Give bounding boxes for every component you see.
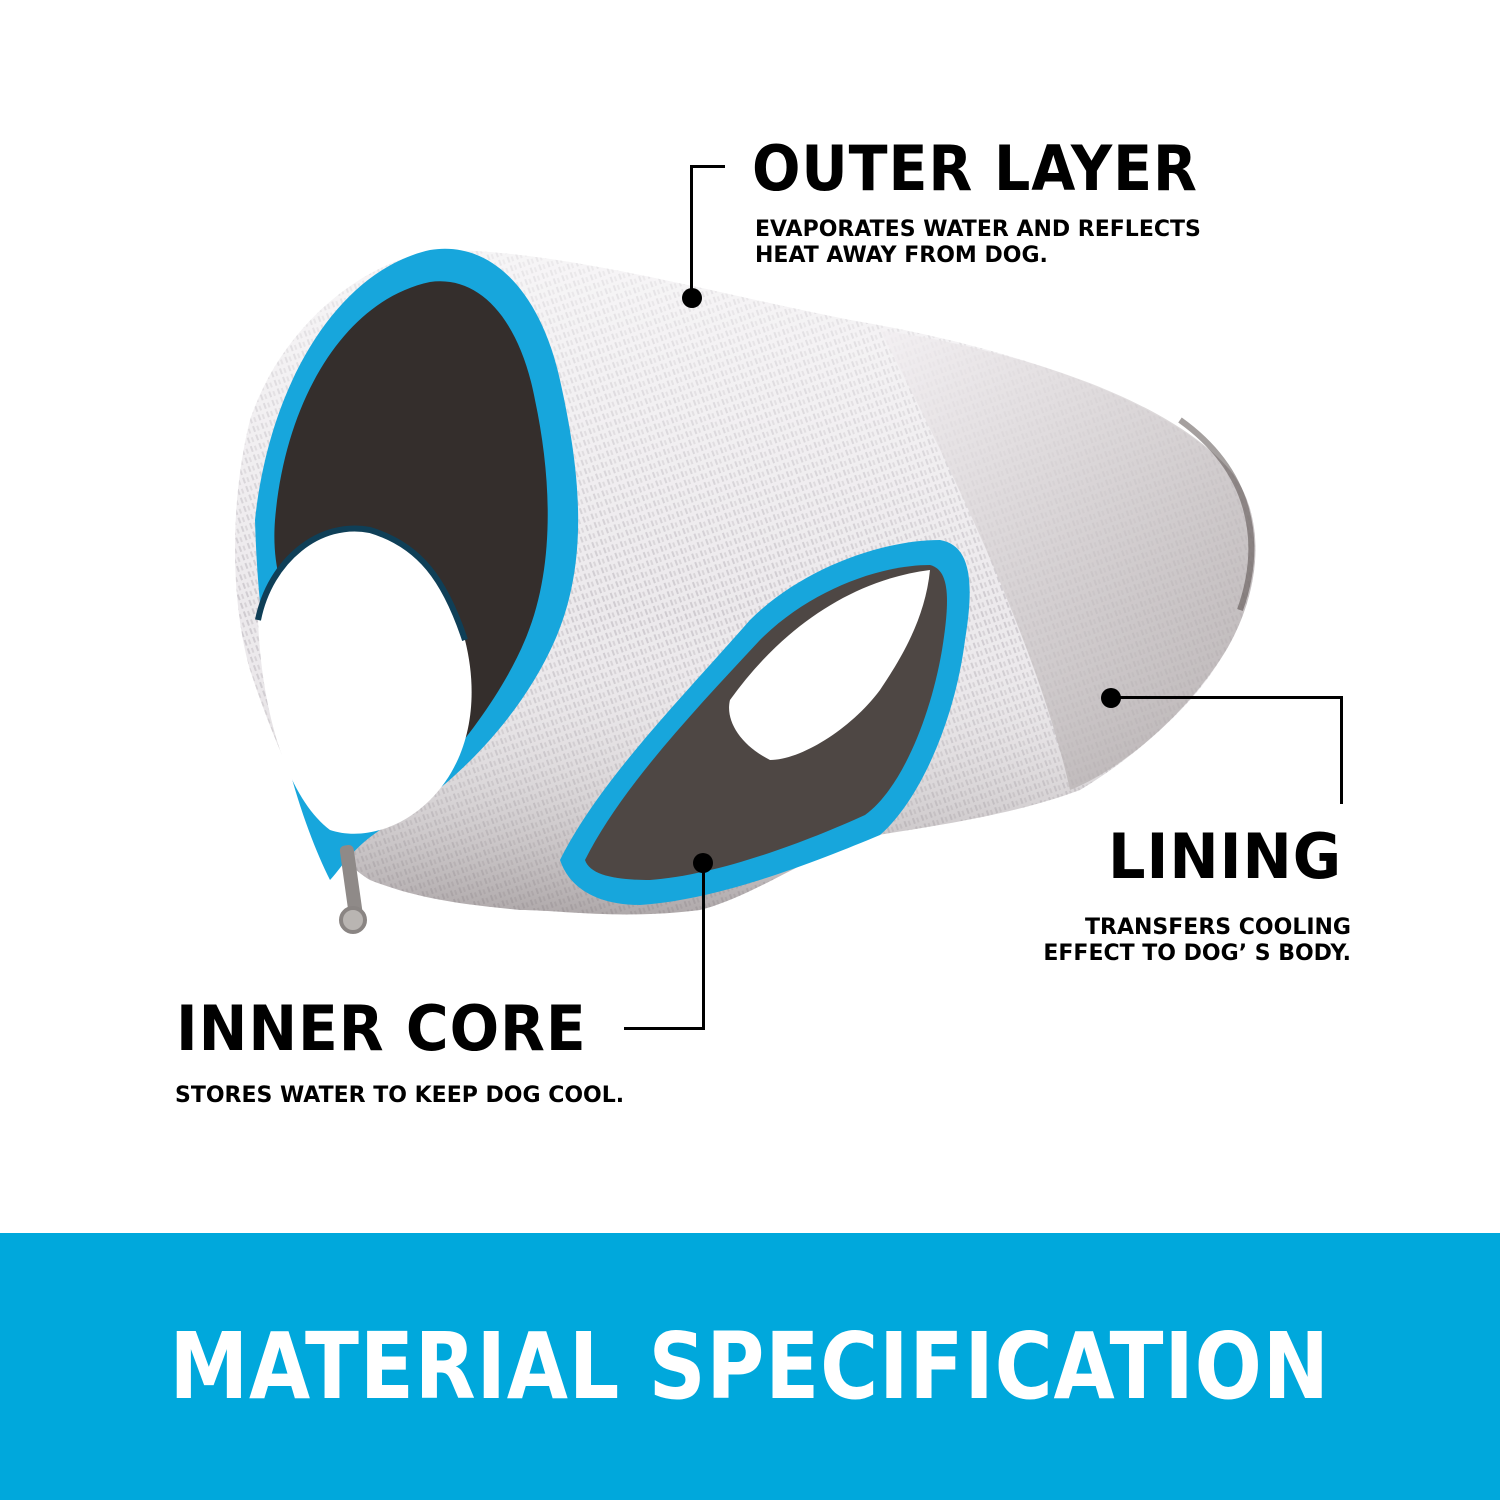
material-specification-banner: MATERIAL SPECIFICATION (0, 1233, 1500, 1500)
outer-layer-title: OUTER LAYER (752, 132, 1198, 205)
dog-cooling-vest-image (235, 248, 1256, 934)
lining-leader-line-vertical (1340, 696, 1343, 804)
lining-title: LINING (1108, 820, 1342, 893)
inner-core-description: STORES WATER TO KEEP DOG COOL. (175, 1083, 625, 1108)
outer-layer-marker-dot (682, 288, 702, 308)
inner-core-title: INNER CORE (176, 992, 587, 1065)
lining-description-line2: EFFECT TO DOG’ S BODY. (1043, 941, 1351, 966)
inner-core-leader-line-vertical (702, 862, 705, 1030)
inner-core-leader-line-horizontal (624, 1027, 705, 1030)
outer-layer-description-line1: EVAPORATES WATER AND REFLECTS (755, 217, 1201, 242)
lining-description-line1: TRANSFERS COOLING (1085, 915, 1351, 940)
lining-description: TRANSFERS COOLING EFFECT TO DOG’ S BODY. (1036, 915, 1351, 967)
lining-leader-line-horizontal (1110, 696, 1343, 699)
outer-layer-leader-line-horizontal (690, 165, 725, 168)
outer-layer-leader-line-vertical (690, 165, 693, 298)
outer-layer-description-line2: HEAT AWAY FROM DOG. (755, 243, 1048, 268)
outer-layer-description: EVAPORATES WATER AND REFLECTS HEAT AWAY … (755, 217, 1201, 269)
banner-title: MATERIAL SPECIFICATION (169, 1313, 1331, 1420)
